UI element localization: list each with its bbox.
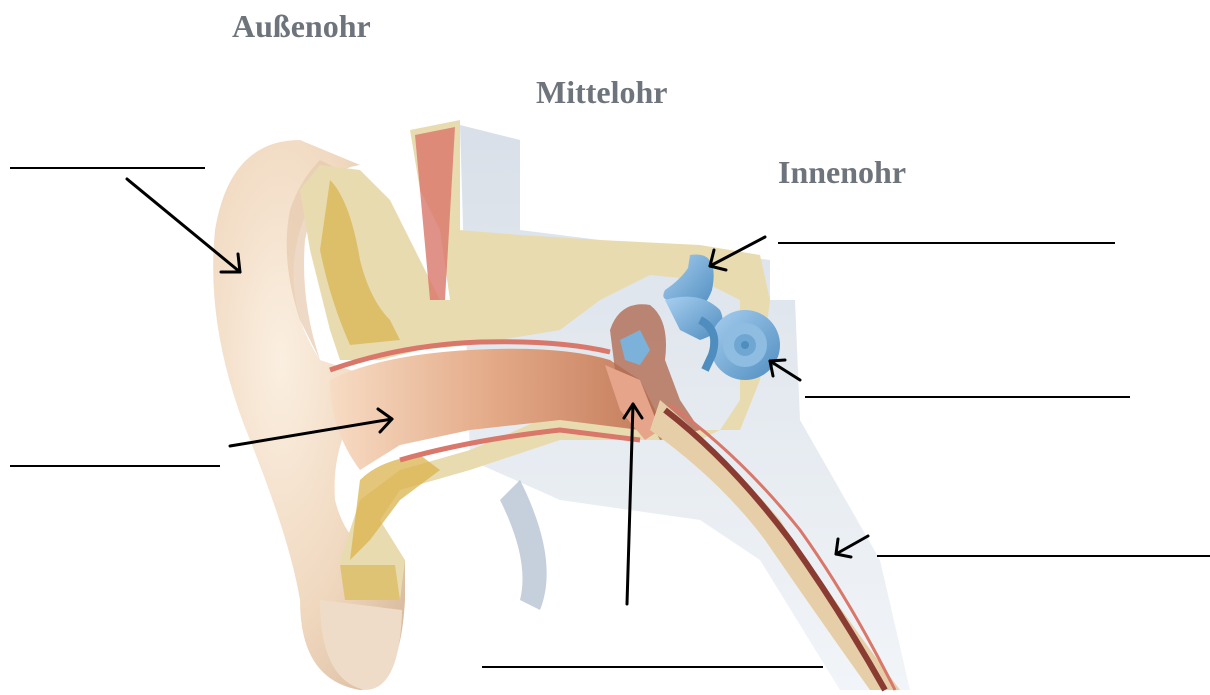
ear-anatomy-diagram bbox=[0, 0, 1210, 695]
